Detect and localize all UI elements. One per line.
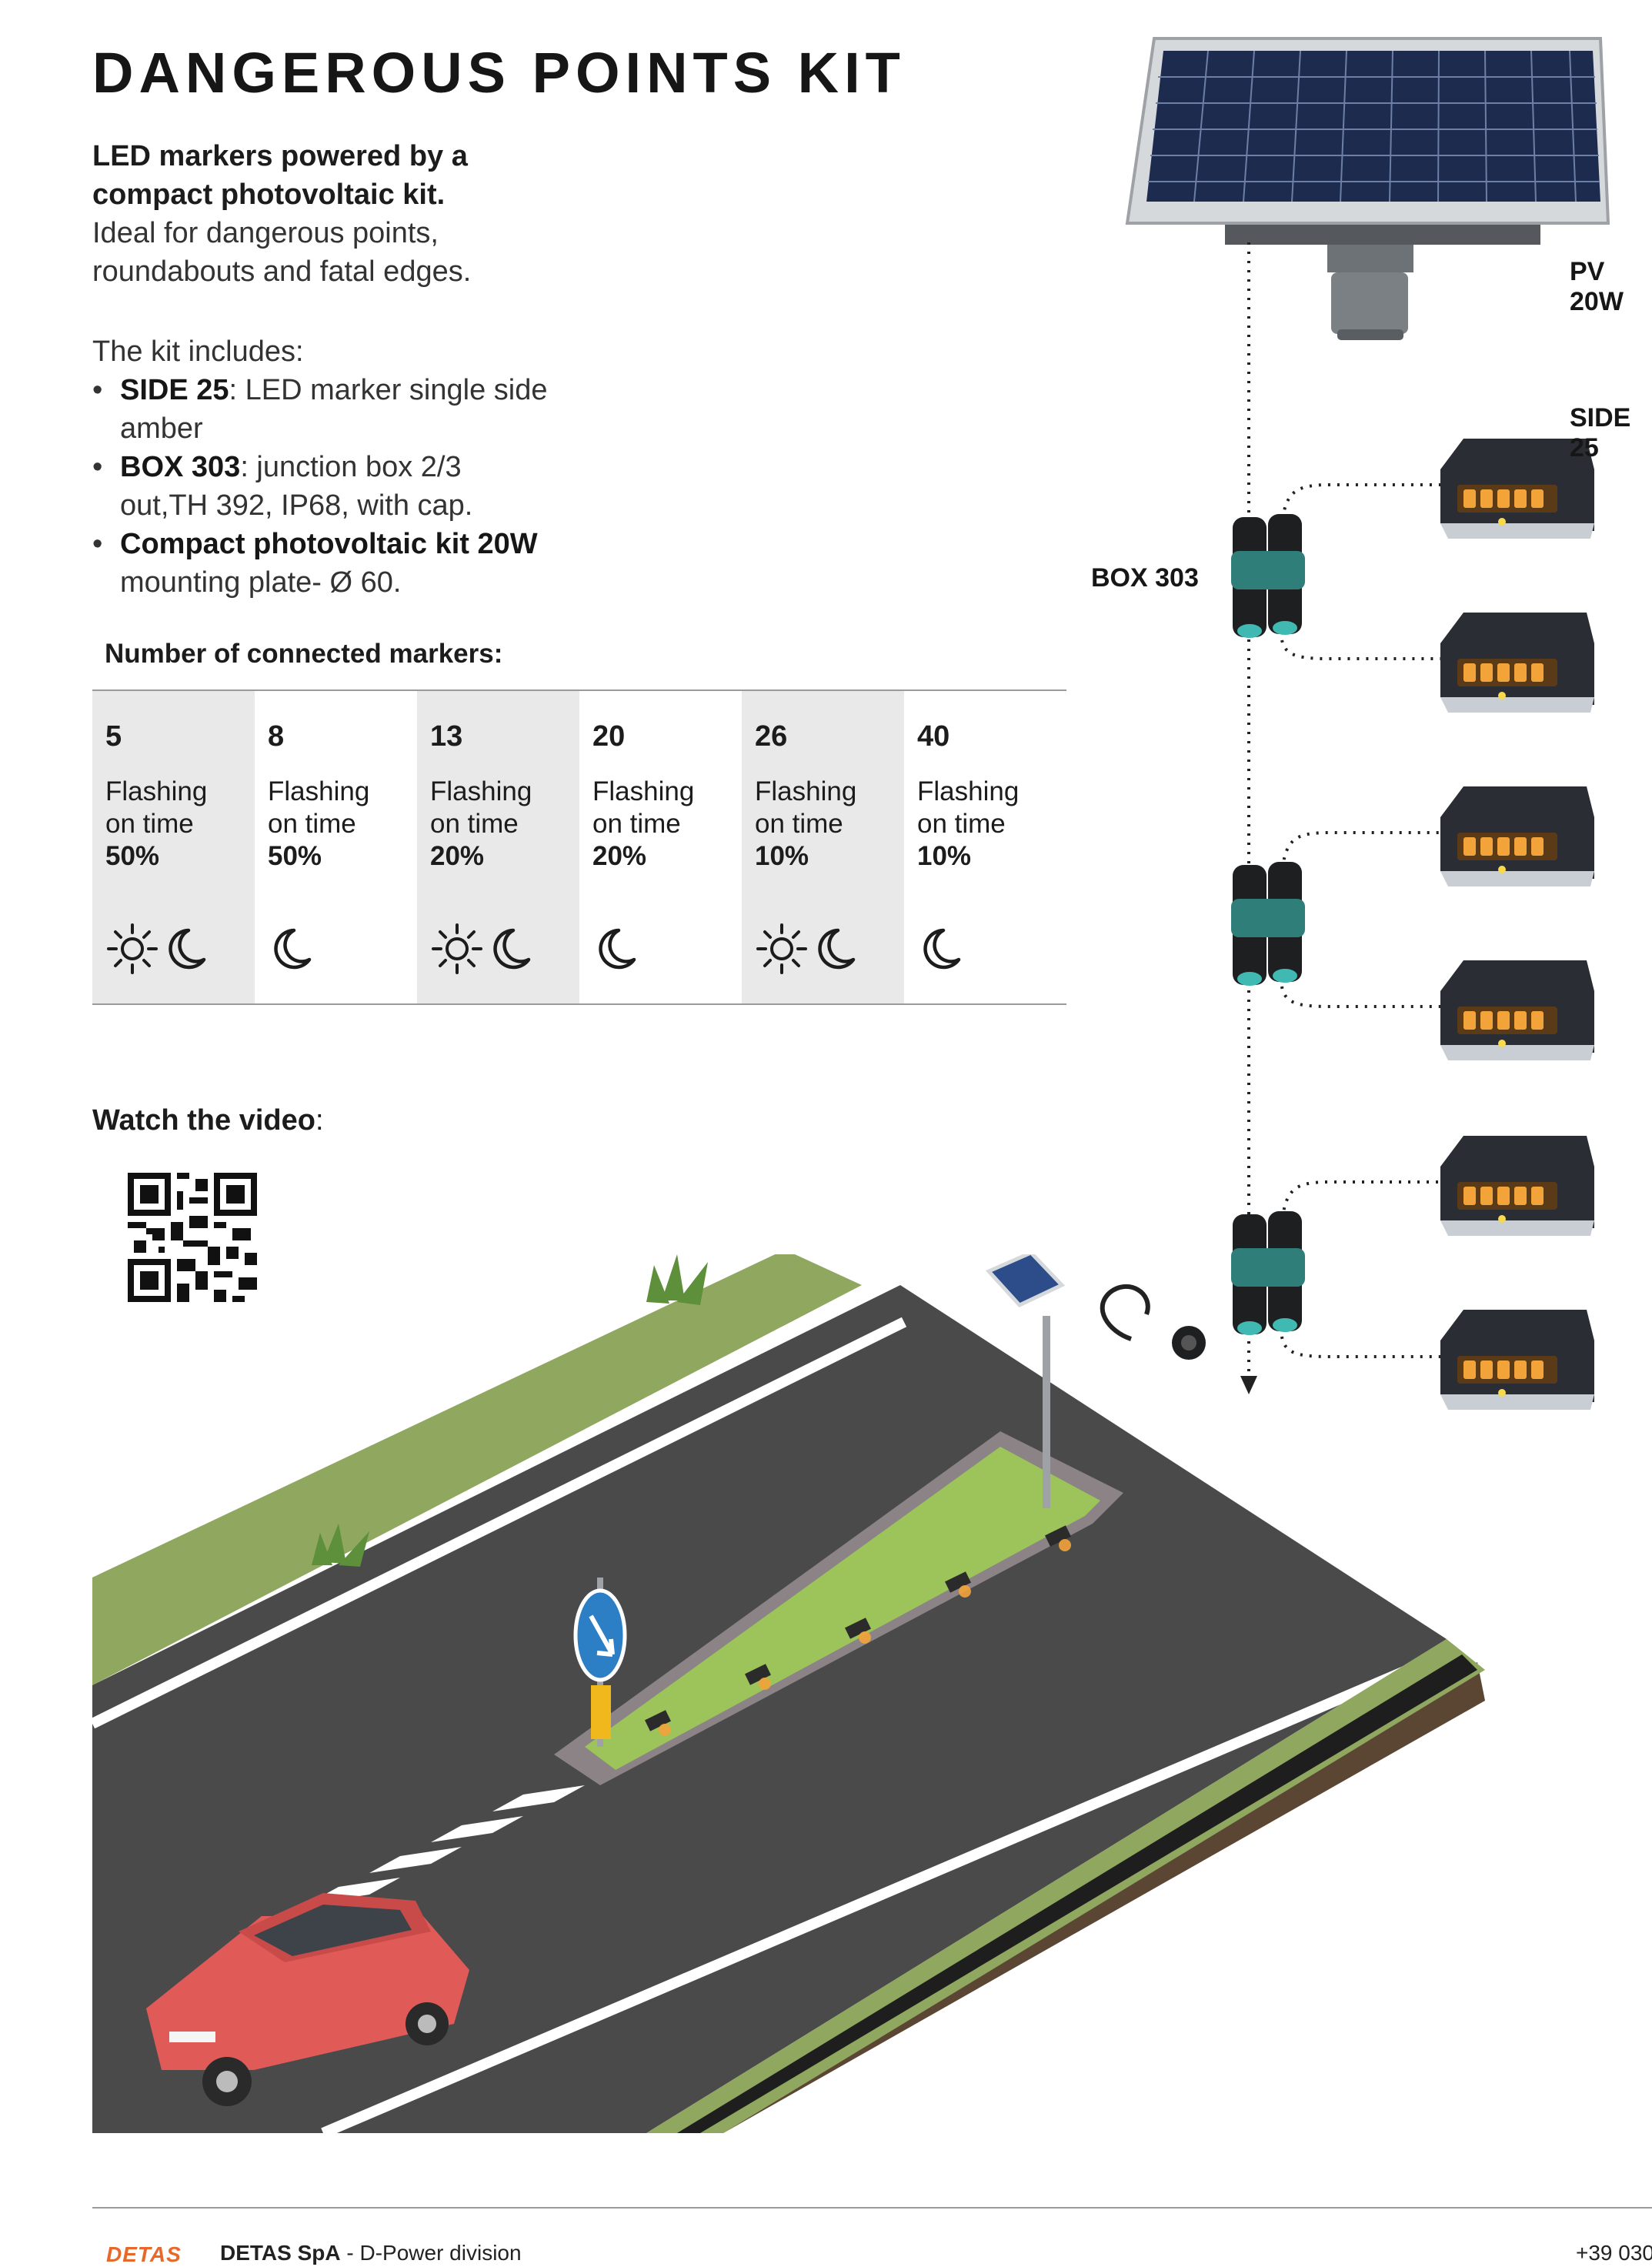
night-icons	[592, 922, 639, 976]
on-time-percent: 50%	[268, 841, 322, 871]
moon-icon	[923, 928, 961, 970]
list-item: Compact photovoltaic kit 20W mounting pl…	[92, 525, 631, 602]
includes-heading: The kit includes:	[92, 336, 304, 368]
on-time-label: on time	[917, 809, 1006, 839]
day-night-icons	[755, 922, 858, 976]
item-desc: : LED marker single side amber	[120, 374, 548, 445]
led-marker-icon	[1440, 613, 1594, 713]
night-icons	[917, 922, 963, 976]
on-time-label: on time	[105, 809, 194, 839]
flashing-label: Flashing	[592, 776, 695, 806]
intro-bold-line-1: LED markers powered by a	[92, 140, 468, 172]
markers-column: 40 Flashing on time 10%	[904, 691, 1066, 1003]
car-icon	[146, 1893, 469, 2106]
list-item: SIDE 25: LED marker single side amber	[92, 371, 631, 448]
marker-count: 5	[105, 720, 122, 753]
on-time-label: on time	[755, 809, 843, 839]
on-time-percent: 20%	[592, 841, 647, 871]
junction-box-icon	[1231, 514, 1305, 638]
includes-list: SIDE 25: LED marker single side amber BO…	[92, 371, 631, 602]
moon-icon	[169, 928, 206, 970]
solar-panel-icon	[1125, 37, 1610, 340]
box-label: BOX 303	[1091, 563, 1199, 593]
marker-count: 26	[755, 720, 788, 753]
flashing-label: Flashing	[268, 776, 370, 806]
markers-column: 8 Flashing on time 50%	[255, 691, 417, 1003]
markers-column: 13 Flashing on time 20%	[417, 691, 579, 1003]
sun-icon	[756, 923, 807, 974]
on-time-percent: 10%	[917, 841, 972, 871]
flashing-label: Flashing	[105, 776, 208, 806]
on-time-percent: 20%	[430, 841, 485, 871]
moon-icon	[493, 928, 531, 970]
junction-box-icon	[1231, 1211, 1305, 1335]
markers-column: 20 Flashing on time 20%	[579, 691, 742, 1003]
intro-line-4: roundabouts and fatal edges.	[92, 255, 472, 288]
footer-divider	[92, 2207, 1652, 2209]
night-icons	[268, 922, 314, 976]
led-marker-icon	[1440, 786, 1594, 886]
led-marker-icon	[1440, 1136, 1594, 1236]
intro-line-3: Ideal for dangerous points,	[92, 217, 439, 249]
item-name: BOX 303	[120, 451, 241, 483]
on-time-label: on time	[430, 809, 519, 839]
road-scene-illustration	[92, 1254, 1485, 2133]
markers-table: 5 Flashing on time 50% 8 Flashing on tim…	[92, 689, 1066, 1005]
item-desc: : junction box 2/3	[240, 451, 462, 483]
marker-count: 20	[592, 720, 626, 753]
flashing-label: Flashing	[917, 776, 1020, 806]
video-label-bold: Watch the video	[92, 1104, 315, 1137]
moon-icon	[274, 928, 312, 970]
junction-group-1	[1231, 483, 1462, 660]
junction-group-2	[1231, 831, 1462, 1008]
phone-number: +39 030	[1576, 2241, 1652, 2265]
company-name: DETAS SpA - D-Power division	[220, 2241, 522, 2265]
brand-logo: DETAS	[106, 2242, 182, 2266]
junction-group-3	[1231, 1180, 1462, 1358]
on-time-label: on time	[268, 809, 356, 839]
flashing-label: Flashing	[755, 776, 857, 806]
page-title: DANGEROUS POINTS KIT	[92, 41, 906, 105]
flashing-label: Flashing	[430, 776, 532, 806]
product-diagram	[1100, 37, 1610, 1410]
sun-icon	[432, 923, 482, 974]
marker-count: 8	[268, 720, 285, 753]
moon-icon	[818, 928, 856, 970]
marker-count: 40	[917, 720, 950, 753]
arrow-down-icon	[1240, 1376, 1257, 1394]
day-night-icons	[105, 922, 209, 976]
company-division: - D-Power division	[340, 2241, 522, 2265]
video-label-rest: :	[315, 1104, 324, 1137]
video-label: Watch the video:	[92, 1104, 324, 1137]
led-marker-icon	[1440, 1310, 1594, 1410]
intro-bold-line-2: compact photovoltaic kit.	[92, 179, 446, 211]
intro-text: LED markers powered by a compact photovo…	[92, 137, 631, 291]
junction-box-icon	[1231, 862, 1305, 986]
markers-table-title: Number of connected markers:	[105, 639, 503, 669]
marker-count: 13	[430, 720, 463, 753]
list-item: BOX 303: junction box 2/3 out,TH 392, IP…	[92, 448, 631, 525]
markers-column: 5 Flashing on time 50%	[92, 691, 255, 1003]
pv-label: PV 20W	[1570, 257, 1624, 316]
on-time-percent: 50%	[105, 841, 160, 871]
side-label: SIDE 25	[1570, 403, 1631, 462]
on-time-label: on time	[592, 809, 681, 839]
moon-icon	[599, 928, 636, 970]
qr-code[interactable]	[128, 1173, 257, 1302]
item-name: SIDE 25	[120, 374, 229, 406]
kit-includes: The kit includes: SIDE 25: LED marker si…	[92, 332, 631, 602]
led-marker-icon	[1440, 960, 1594, 1060]
cap-icon	[1100, 1284, 1206, 1360]
company-name-bold: DETAS SpA	[220, 2241, 341, 2265]
item-desc-2: out,TH 392, IP68, with cap.	[120, 489, 473, 522]
item-desc-2: mounting plate- Ø 60.	[120, 566, 402, 599]
item-name: Compact photovoltaic kit 20W	[120, 528, 538, 560]
on-time-percent: 10%	[755, 841, 809, 871]
day-night-icons	[430, 922, 533, 976]
led-marker-icon	[1440, 439, 1594, 539]
markers-column: 26 Flashing on time 10%	[742, 691, 904, 1003]
sun-icon	[107, 923, 158, 974]
